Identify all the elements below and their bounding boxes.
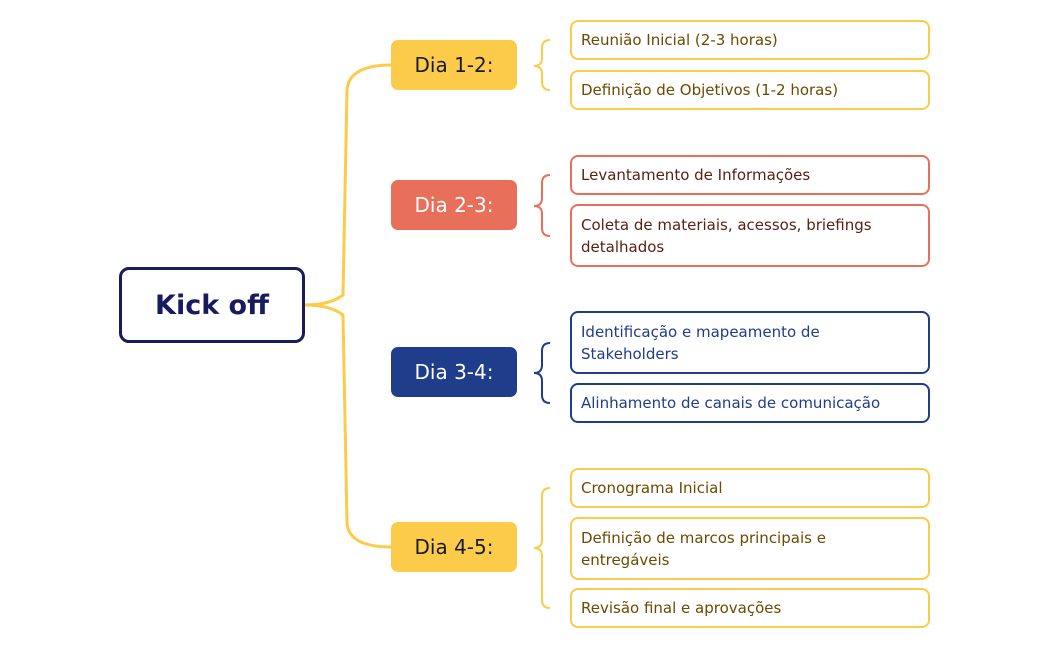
day-label: Dia 3-4: — [414, 360, 494, 384]
leaf-label: Coleta de materiais, acessos, briefings … — [581, 215, 872, 256]
main-brace-lower — [304, 303, 392, 549]
day-label: Dia 2-3: — [414, 193, 494, 217]
leaf-node: Identificação e mapeamento de Stakeholde… — [570, 311, 930, 374]
brace-group-3 — [533, 342, 551, 404]
leaf-node: Revisão final e aprovações — [570, 588, 930, 628]
leaf-node: Alinhamento de canais de comunicação — [570, 383, 930, 423]
leaf-label: Revisão final e aprovações — [581, 599, 782, 617]
leaf-node: Definição de Objetivos (1-2 horas) — [570, 70, 930, 110]
leaf-node: Levantamento de Informações — [570, 155, 930, 195]
leaf-node: Coleta de materiais, acessos, briefings … — [570, 204, 930, 267]
leaf-label: Cronograma Inicial — [581, 479, 723, 497]
brace-group-2 — [533, 174, 551, 237]
brace-group-1 — [533, 39, 551, 91]
leaf-label: Alinhamento de canais de comunicação — [581, 394, 881, 412]
day-node-1: Dia 1-2: — [391, 40, 517, 90]
leaf-label: Levantamento de Informações — [581, 166, 811, 184]
leaf-node: Reunião Inicial (2-3 horas) — [570, 20, 930, 60]
leaf-node: Definição de marcos principais e entregá… — [570, 517, 930, 580]
root-node: Kick off — [119, 267, 305, 343]
main-brace — [304, 63, 392, 307]
day-label: Dia 4-5: — [414, 535, 494, 559]
day-label: Dia 1-2: — [414, 53, 494, 77]
leaf-label: Reunião Inicial (2-3 horas) — [581, 31, 778, 49]
day-node-3: Dia 3-4: — [391, 347, 517, 397]
brace-group-4 — [533, 487, 551, 609]
root-label: Kick off — [155, 289, 269, 321]
leaf-node: Cronograma Inicial — [570, 468, 930, 508]
day-node-2: Dia 2-3: — [391, 180, 517, 230]
day-node-4: Dia 4-5: — [391, 522, 517, 572]
leaf-label: Definição de Objetivos (1-2 horas) — [581, 81, 839, 99]
leaf-label: Identificação e mapeamento de Stakeholde… — [581, 322, 820, 363]
leaf-label: Definição de marcos principais e entregá… — [581, 528, 826, 569]
